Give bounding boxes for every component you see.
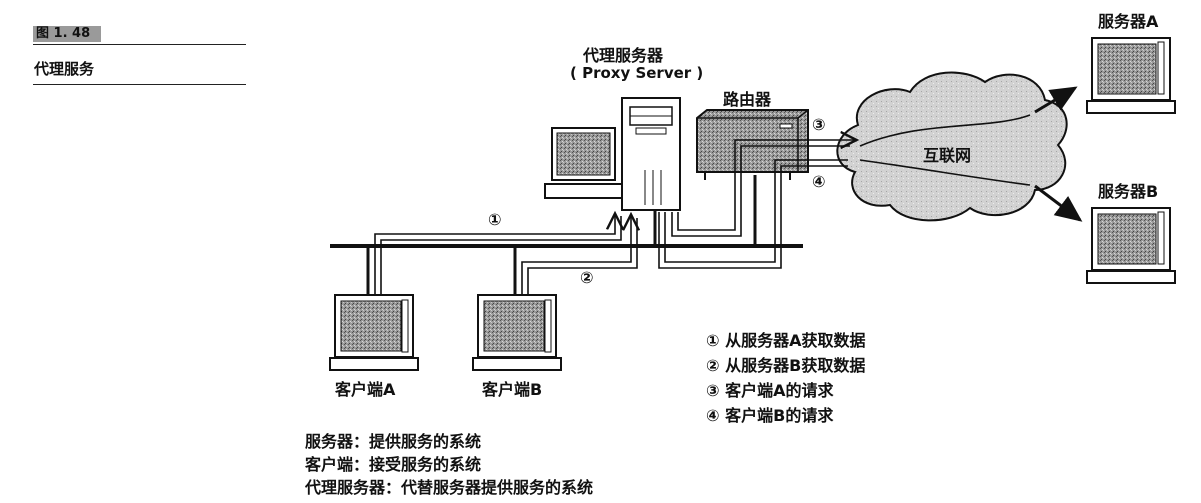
cloud-path-b <box>859 159 1031 186</box>
path-marker-1: ① <box>488 210 502 229</box>
client-b-computer <box>472 294 562 371</box>
legend-item: ③ 客户端A的请求 <box>706 381 834 400</box>
path-marker-4: ④ <box>812 172 826 191</box>
definition-server: 服务器：提供服务的系统 <box>305 432 482 451</box>
server-b-computer <box>1086 207 1176 284</box>
cloud-path-a <box>859 114 1031 147</box>
client-a-computer <box>329 294 419 371</box>
router-label: 路由器 <box>723 90 772 109</box>
proxy-server-label: 代理服务器 <box>583 46 664 65</box>
path-1-line-inner <box>380 216 622 294</box>
router-box <box>696 109 809 180</box>
path-1-line <box>374 215 615 294</box>
path-marker-2: ② <box>580 268 594 287</box>
legend-item: ④ 客户端B的请求 <box>706 406 834 425</box>
path-marker-3: ③ <box>812 115 826 134</box>
arrow-to-server-b <box>1034 184 1083 222</box>
header-rule-top <box>33 44 246 45</box>
client-b-label: 客户端B <box>482 380 543 399</box>
definition-proxy: 代理服务器：代替服务器提供服务的系统 <box>305 478 594 497</box>
path-3-line-inner <box>677 140 855 231</box>
legend-item: ② 从服务器B获取数据 <box>706 356 866 375</box>
path-2-line <box>521 216 631 294</box>
figure-title: 代理服务 <box>34 60 95 78</box>
proxy-server-sublabel: ( Proxy Server ) <box>570 64 704 82</box>
path-4-line-inner <box>658 165 848 269</box>
path-4-line <box>664 159 848 263</box>
server-b-label: 服务器B <box>1098 182 1159 201</box>
path-2-line-inner <box>527 218 638 294</box>
legend-item: ① 从服务器A获取数据 <box>706 331 866 350</box>
proxy-tower <box>621 97 681 211</box>
path-3-line <box>671 145 850 237</box>
server-a-label: 服务器A <box>1098 12 1159 31</box>
server-a-computer <box>1086 37 1176 114</box>
proxy-monitor <box>544 127 624 199</box>
figure-number-badge: 图 1. 48 <box>33 26 101 42</box>
client-a-label: 客户端A <box>335 380 396 399</box>
definition-client: 客户端：接受服务的系统 <box>305 455 482 474</box>
internet-label: 互联网 <box>923 146 972 165</box>
internet-cloud <box>836 71 1068 222</box>
header-rule-bottom <box>33 84 246 85</box>
arrow-to-server-a <box>1034 86 1078 114</box>
